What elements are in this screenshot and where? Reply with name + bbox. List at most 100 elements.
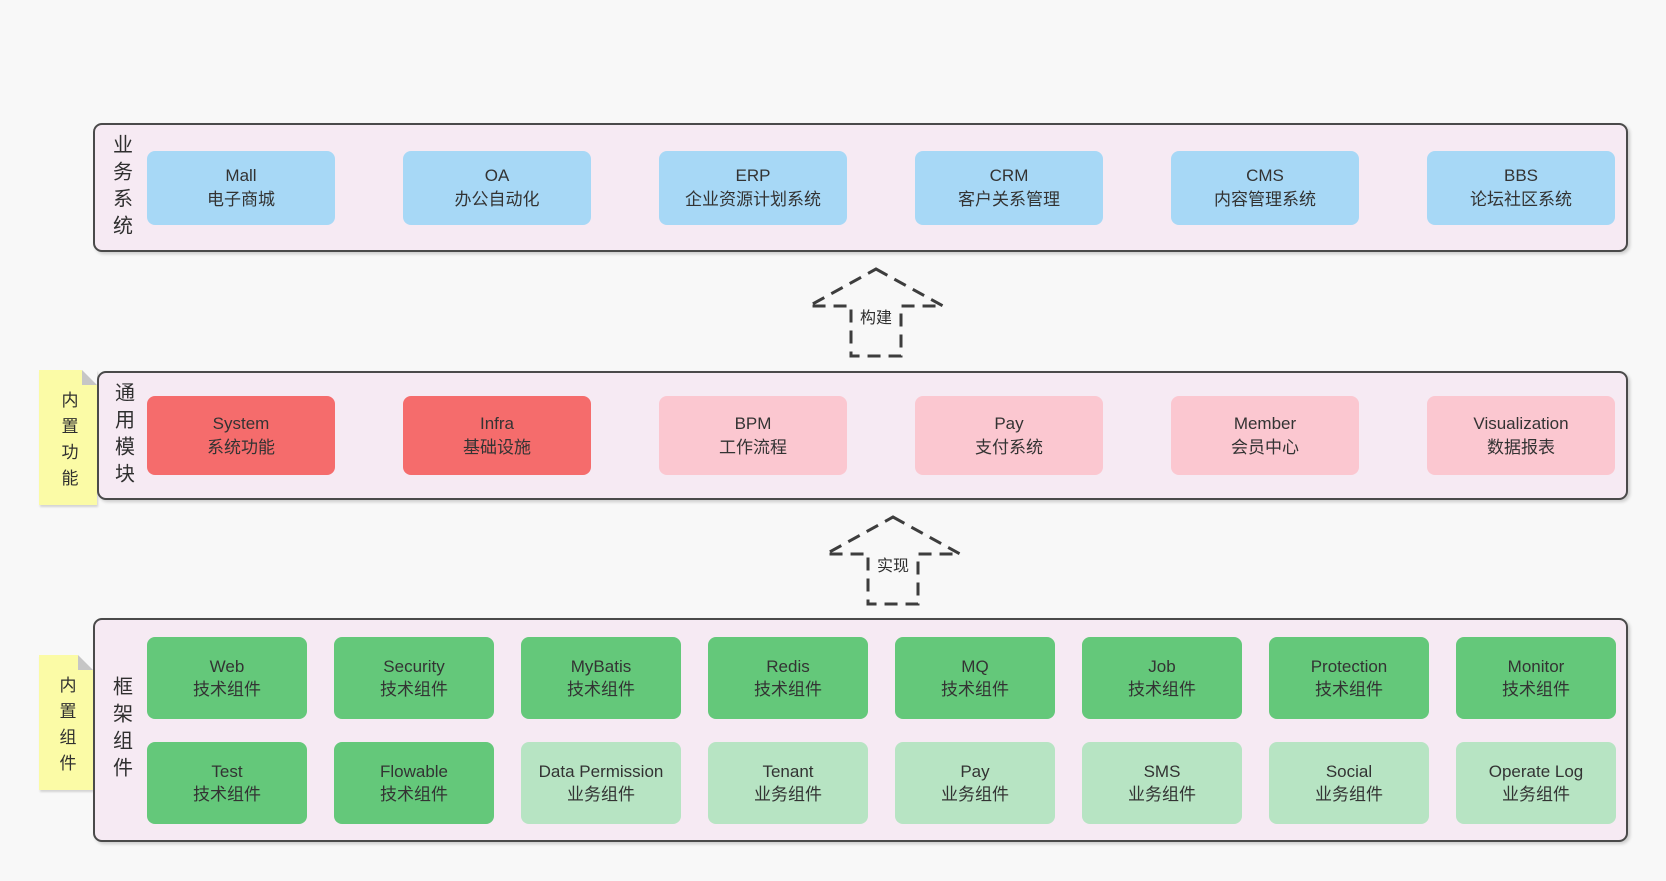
box-subtitle: 业务组件 xyxy=(1502,784,1570,804)
box-subtitle: 技术组件 xyxy=(567,679,635,699)
box-oa: OA 办公自动化 xyxy=(403,150,591,225)
box-subtitle: 技术组件 xyxy=(380,679,448,699)
box-mq: MQ 技术组件 xyxy=(895,636,1055,719)
box-subtitle: 企业资源计划系统 xyxy=(685,189,821,209)
box-subtitle: 客户关系管理 xyxy=(958,189,1060,209)
box-subtitle: 数据报表 xyxy=(1487,437,1555,457)
box-subtitle: 技术组件 xyxy=(941,679,1009,699)
box-operate-log: Operate Log 业务组件 xyxy=(1456,741,1616,824)
box-title: Infra xyxy=(479,413,515,433)
sticky-label: 内置组件 xyxy=(56,675,76,780)
box-web: Web 技术组件 xyxy=(147,636,307,719)
box-title: Monitor xyxy=(1507,656,1565,676)
box-subtitle: 电子商城 xyxy=(207,189,275,209)
box-title: BBS xyxy=(1503,165,1539,185)
box-job: Job 技术组件 xyxy=(1082,636,1242,719)
build-arrow-label: 构建 xyxy=(856,302,896,329)
box-subtitle: 业务组件 xyxy=(1315,784,1383,804)
implement-arrow-label: 实现 xyxy=(873,550,913,577)
box-subtitle: 技术组件 xyxy=(193,784,261,804)
box-title: Member xyxy=(1233,413,1297,433)
business-boxes-row: Mall 电子商城 OA 办公自动化 ERP 企业资源计划系统 CRM 客户关系… xyxy=(147,150,1615,225)
box-system: System 系统功能 xyxy=(147,396,335,475)
box-title: Flowable xyxy=(379,761,449,781)
implement-arrow-icon: 实现 xyxy=(823,514,963,608)
box-subtitle: 工作流程 xyxy=(719,437,787,457)
box-subtitle: 内容管理系统 xyxy=(1214,189,1316,209)
box-title: OA xyxy=(484,165,510,185)
box-pay-module: Pay 支付系统 xyxy=(915,396,1103,475)
framework-components-panel: 框架组件 Web 技术组件 Security 技术组件 MyBatis 技术组件… xyxy=(93,618,1628,842)
box-tenant: Tenant 业务组件 xyxy=(708,741,868,824)
box-title: MyBatis xyxy=(570,656,632,676)
box-title: Mall xyxy=(225,165,257,185)
box-subtitle: 基础设施 xyxy=(463,437,531,457)
modules-boxes-row: System 系统功能 Infra 基础设施 BPM 工作流程 Pay 支付系统… xyxy=(147,396,1615,475)
box-erp: ERP 企业资源计划系统 xyxy=(659,150,847,225)
box-title: Pay xyxy=(960,761,990,781)
box-mall: Mall 电子商城 xyxy=(147,150,335,225)
box-title: Redis xyxy=(766,656,810,676)
sticky-note-built-in-features: 内置功能 xyxy=(39,370,97,505)
box-subtitle: 业务组件 xyxy=(754,784,822,804)
box-pay-component: Pay 业务组件 xyxy=(895,741,1055,824)
framework-boxes-rows: Web 技术组件 Security 技术组件 MyBatis 技术组件 Redi… xyxy=(147,636,1616,824)
framework-row-2: Test 技术组件 Flowable 技术组件 Data Permission … xyxy=(147,741,1616,824)
box-data-permission: Data Permission 业务组件 xyxy=(521,741,681,824)
box-title: Job xyxy=(1148,656,1176,676)
framework-row-1: Web 技术组件 Security 技术组件 MyBatis 技术组件 Redi… xyxy=(147,636,1616,719)
box-title: BPM xyxy=(734,413,772,433)
business-systems-panel: 业务系统 Mall 电子商城 OA 办公自动化 ERP 企业资源计划系统 CRM… xyxy=(93,123,1628,252)
box-subtitle: 会员中心 xyxy=(1231,437,1299,457)
box-title: Operate Log xyxy=(1488,761,1584,781)
box-visualization: Visualization 数据报表 xyxy=(1427,396,1615,475)
box-subtitle: 论坛社区系统 xyxy=(1470,189,1572,209)
box-protection: Protection 技术组件 xyxy=(1269,636,1429,719)
box-title: Security xyxy=(383,656,445,676)
box-title: Web xyxy=(209,656,245,676)
box-title: Protection xyxy=(1310,656,1388,676)
box-subtitle: 技术组件 xyxy=(1502,679,1570,699)
box-title: MQ xyxy=(961,656,989,676)
box-subtitle: 技术组件 xyxy=(380,784,448,804)
common-modules-panel: 通用模块 System 系统功能 Infra 基础设施 BPM 工作流程 Pay… xyxy=(97,371,1628,500)
box-subtitle: 业务组件 xyxy=(941,784,1009,804)
box-test: Test 技术组件 xyxy=(147,741,307,824)
box-subtitle: 系统功能 xyxy=(207,437,275,457)
box-subtitle: 技术组件 xyxy=(1128,679,1196,699)
build-arrow-icon: 构建 xyxy=(806,266,946,360)
box-title: Visualization xyxy=(1473,413,1569,433)
box-redis: Redis 技术组件 xyxy=(708,636,868,719)
box-subtitle: 技术组件 xyxy=(193,679,261,699)
box-title: System xyxy=(212,413,270,433)
panel-label-modules: 通用模块 xyxy=(111,381,134,490)
box-monitor: Monitor 技术组件 xyxy=(1456,636,1616,719)
box-bbs: BBS 论坛社区系统 xyxy=(1427,150,1615,225)
box-bpm: BPM 工作流程 xyxy=(659,396,847,475)
box-subtitle: 业务组件 xyxy=(1128,784,1196,804)
sticky-label: 内置功能 xyxy=(58,390,78,495)
box-member: Member 会员中心 xyxy=(1171,396,1359,475)
box-cms: CMS 内容管理系统 xyxy=(1171,150,1359,225)
box-subtitle: 技术组件 xyxy=(1315,679,1383,699)
box-mybatis: MyBatis 技术组件 xyxy=(521,636,681,719)
box-subtitle: 技术组件 xyxy=(754,679,822,699)
box-title: ERP xyxy=(735,165,771,185)
box-title: CMS xyxy=(1246,165,1284,185)
box-flowable: Flowable 技术组件 xyxy=(334,741,494,824)
sticky-note-built-in-components: 内置组件 xyxy=(39,655,93,790)
box-title: Social xyxy=(1325,761,1373,781)
box-title: CRM xyxy=(989,165,1029,185)
box-title: Test xyxy=(211,761,243,781)
box-title: Pay xyxy=(994,413,1024,433)
panel-label-framework: 框架组件 xyxy=(109,676,132,784)
box-social: Social 业务组件 xyxy=(1269,741,1429,824)
box-sms: SMS 业务组件 xyxy=(1082,741,1242,824)
box-subtitle: 业务组件 xyxy=(567,784,635,804)
box-security: Security 技术组件 xyxy=(334,636,494,719)
box-crm: CRM 客户关系管理 xyxy=(915,150,1103,225)
box-subtitle: 办公自动化 xyxy=(454,189,540,209)
box-title: Data Permission xyxy=(538,761,664,781)
box-title: Tenant xyxy=(762,761,814,781)
